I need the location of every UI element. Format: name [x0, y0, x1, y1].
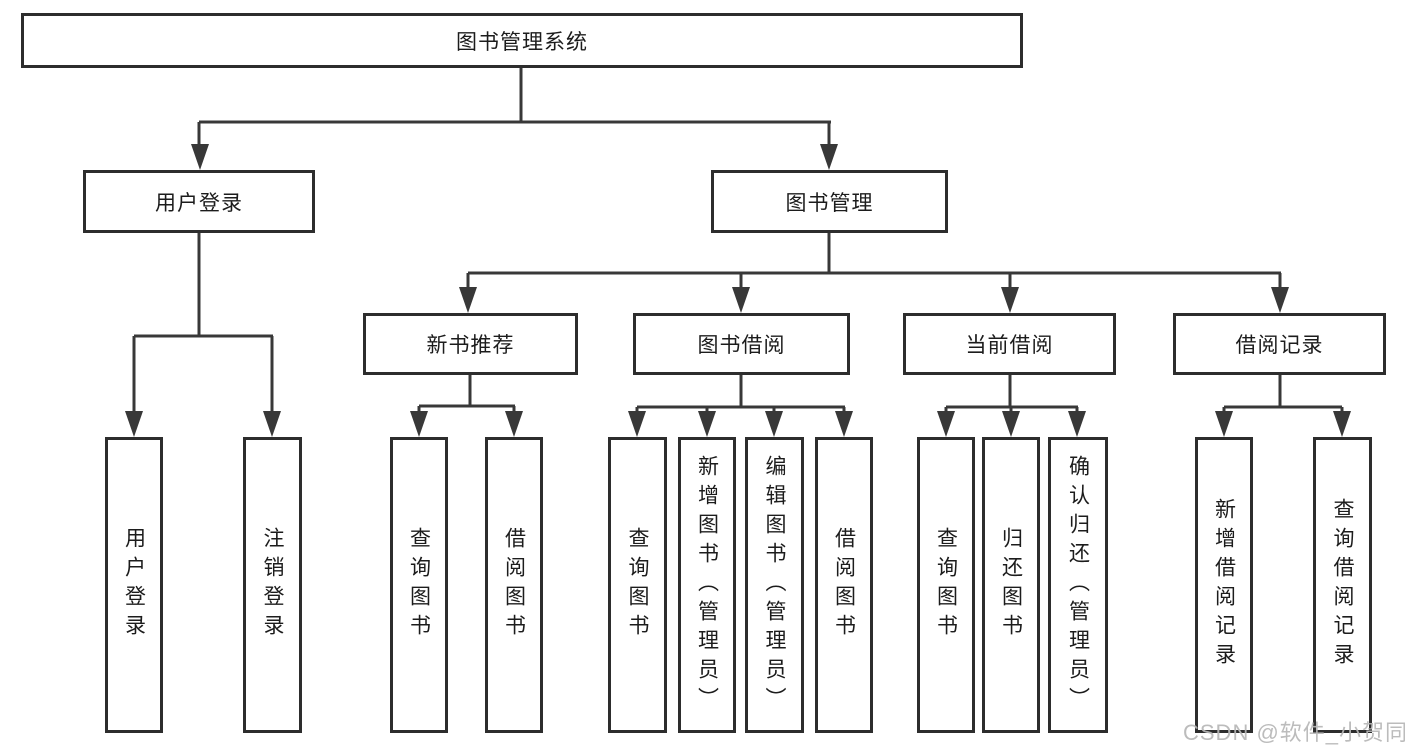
node-user-login: 用户登录	[83, 170, 315, 233]
node-new-book-recommend: 新书推荐	[363, 313, 578, 375]
node-root-library-system: 图书管理系统	[21, 13, 1023, 68]
leaf-add-books-admin: 新增图书（管理员）	[678, 437, 736, 733]
leaf-logout: 注销登录	[243, 437, 302, 733]
node-current-borrowing: 当前借阅	[903, 313, 1116, 375]
leaf-borrow-books-recommend: 借阅图书	[485, 437, 543, 733]
csdn-watermark: CSDN @软件_小贺同学	[1183, 720, 1405, 745]
leaf-user-login: 用户登录	[105, 437, 163, 733]
leaf-query-borrow-record: 查询借阅记录	[1313, 437, 1372, 733]
leaf-query-books-current: 查询图书	[917, 437, 975, 733]
leaf-borrow-books: 借阅图书	[815, 437, 873, 733]
node-borrowing-records: 借阅记录	[1173, 313, 1386, 375]
node-book-management: 图书管理	[711, 170, 948, 233]
leaf-confirm-return-admin: 确认归还（管理员）	[1048, 437, 1108, 733]
leaf-edit-books-admin: 编辑图书（管理员）	[745, 437, 804, 733]
leaf-return-books: 归还图书	[982, 437, 1040, 733]
leaf-query-books-recommend: 查询图书	[390, 437, 448, 733]
leaf-query-books-borrow: 查询图书	[608, 437, 667, 733]
leaf-add-borrow-record: 新增借阅记录	[1195, 437, 1253, 733]
node-book-borrowing: 图书借阅	[633, 313, 850, 375]
